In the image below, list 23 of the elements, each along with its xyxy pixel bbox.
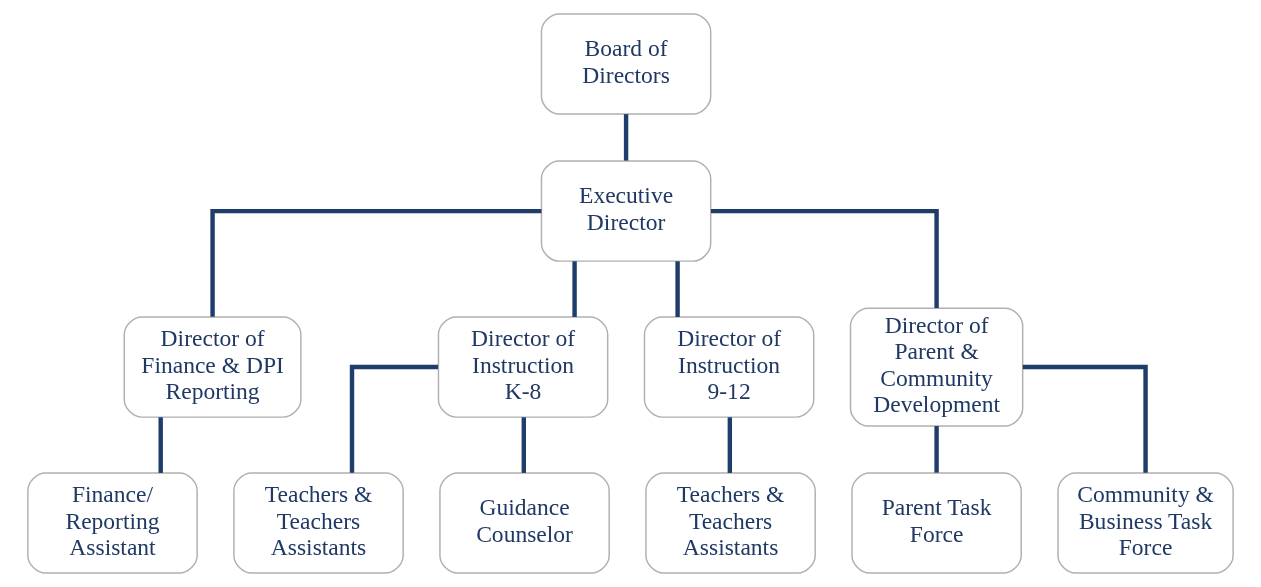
node-box: Director of Instruction K-8: [437, 316, 609, 418]
connector: [675, 261, 680, 317]
connector: [934, 426, 939, 473]
node-box: Teachers & Teachers Assistants: [645, 472, 816, 574]
node-box: Executive Director: [540, 160, 712, 262]
connector: [210, 208, 542, 317]
connector: [521, 417, 526, 473]
connector: [349, 364, 439, 473]
node-box: Guidance Counselor: [439, 472, 610, 574]
connector: [727, 417, 733, 473]
node-box: Director of Parent & Community Development: [849, 307, 1024, 427]
connector: [1022, 364, 1148, 473]
node-box: Director of Finance & DPI Reporting: [123, 316, 302, 418]
node-box: Finance/ Reporting Assistant: [27, 472, 198, 574]
connector: [572, 261, 577, 317]
connector: [158, 417, 163, 473]
node-box: Community & Business Task Force: [1057, 472, 1234, 574]
node-box: Board of Directors: [540, 13, 712, 115]
node-box: Parent Task Force: [851, 472, 1022, 574]
connector: [710, 208, 939, 309]
connector: [623, 114, 629, 161]
node-box: Teachers & Teachers Assistants: [233, 472, 404, 574]
node-box: Director of Instruction 9-12: [643, 316, 815, 418]
